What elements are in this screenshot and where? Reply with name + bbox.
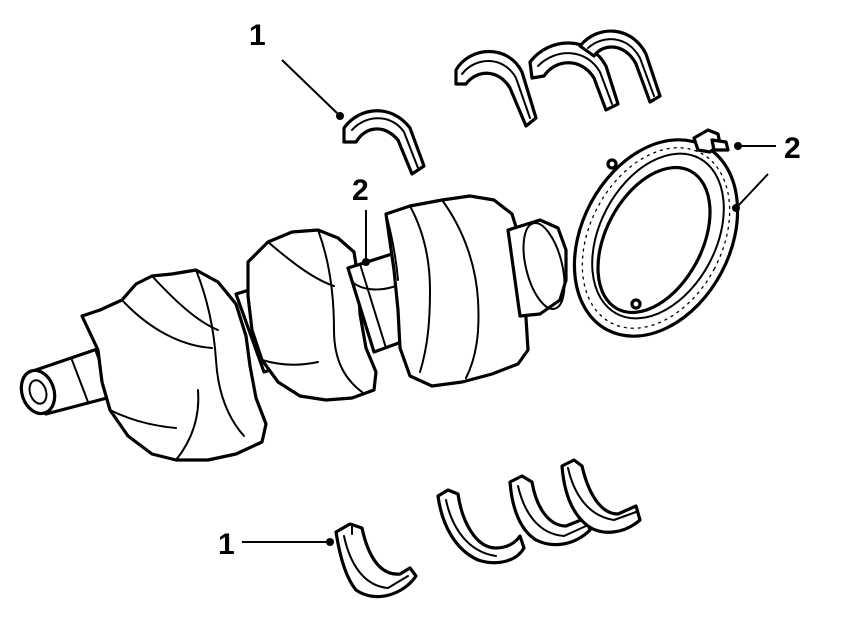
callout-2-center: 2 <box>352 174 370 266</box>
seal-retaining-bolt <box>692 128 730 154</box>
upper-bearing-shell-left <box>342 109 426 176</box>
crankshaft <box>19 194 568 462</box>
callout-2-right: 2 <box>732 132 801 212</box>
crankshaft-rear-hub <box>506 218 568 318</box>
crankshaft-counterweight-2 <box>246 228 378 402</box>
callout-1-bottom: 1 <box>218 528 334 561</box>
svg-text:1: 1 <box>218 528 235 561</box>
callout-1-top: 1 <box>249 19 344 120</box>
lower-bearing-shell-left <box>334 522 418 599</box>
lower-bearing-shell-middle <box>436 488 526 565</box>
crankshaft-counterweight-3 <box>384 194 530 388</box>
svg-text:2: 2 <box>784 132 801 165</box>
svg-text:1: 1 <box>249 19 266 52</box>
lower-bearing-shell-right-pair <box>508 458 642 547</box>
upper-bearing-shell-right-pair <box>528 29 662 112</box>
upper-bearing-shell-middle <box>454 49 538 128</box>
rear-oil-seal <box>572 138 740 338</box>
crankshaft-counterweight-1 <box>80 268 268 462</box>
svg-text:2: 2 <box>352 174 369 207</box>
